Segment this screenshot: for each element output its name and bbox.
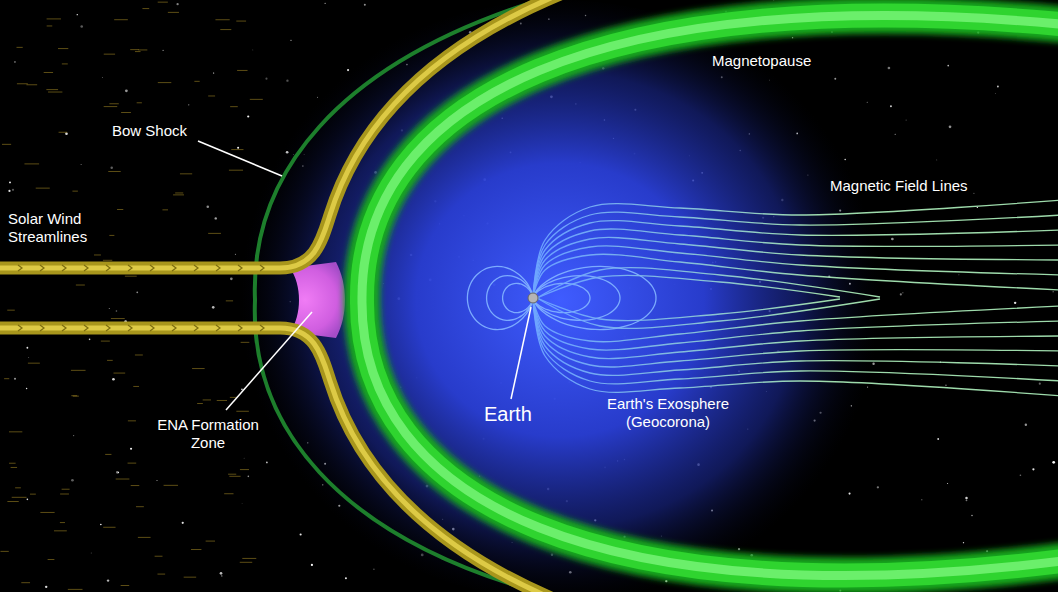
field-lines-label: Magnetic Field Lines (830, 177, 968, 195)
earth-globe (528, 293, 538, 303)
magnetopause-label: Magnetopause (712, 52, 811, 70)
earth-label: Earth (484, 403, 532, 426)
exosphere-glow (230, 0, 890, 592)
leader-lines (198, 141, 531, 410)
magnetopause-band (362, 16, 1058, 576)
exosphere-label: Earth's Exosphere (Geocorona) (596, 395, 741, 431)
solar-wind-label: Solar Wind Streamlines (8, 210, 103, 246)
magnetic-field-lines (467, 200, 1058, 396)
bow-shock-label: Bow Shock (112, 122, 187, 140)
ena-zone-label: ENA Formation Zone (149, 416, 267, 452)
